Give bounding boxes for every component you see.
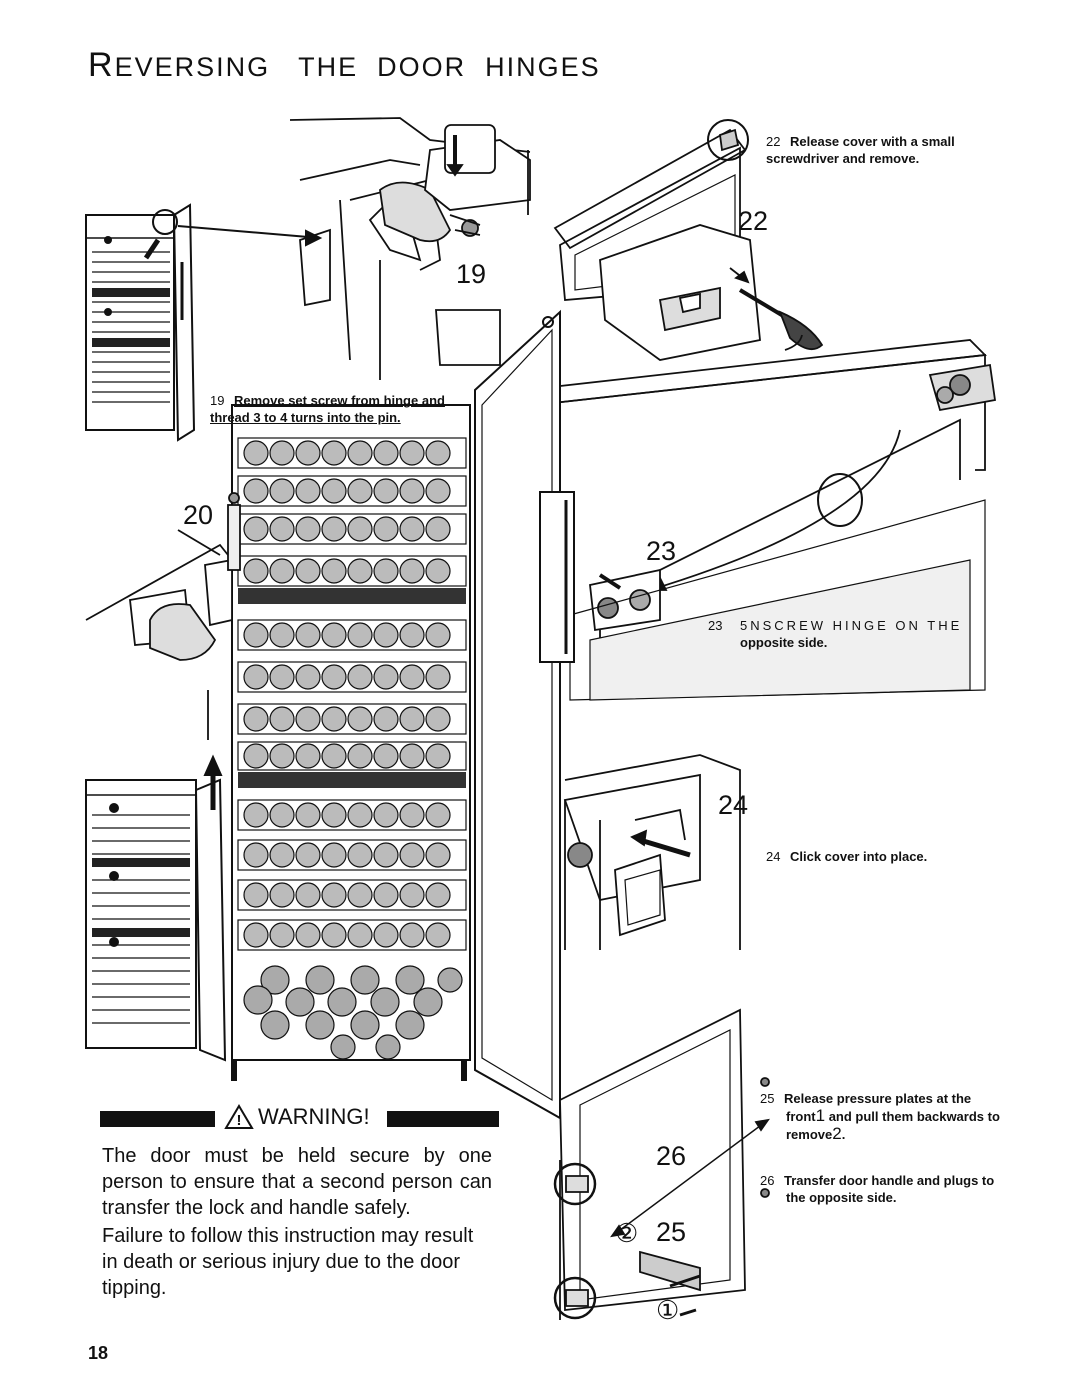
hinge-detail-19-illustration [289, 117, 531, 380]
bottle-row [237, 919, 467, 951]
door-handle-25-26-illustration [553, 1008, 770, 1320]
warning-paragraph-2: Failure to follow this instruction may r… [102, 1225, 474, 1299]
step-number-22: 22 [738, 206, 769, 236]
bottle-row [237, 619, 467, 651]
bottle-row [237, 741, 467, 771]
step-number-26: 26 [656, 1141, 687, 1171]
warning-paragraph-1: The door must be held secure by one pers… [102, 1145, 492, 1219]
page-title: REVERSING THE DOOR HINGES [88, 46, 601, 84]
wine-cabinet-open-illustration [231, 309, 575, 1120]
hinge-detail-20-illustration [85, 492, 241, 740]
warning-bar-left [100, 1111, 215, 1127]
warning-bar-right [387, 1111, 499, 1127]
small-cabinet-bottom-illustration [85, 754, 227, 1062]
bottle-row [237, 555, 467, 587]
step-number-19: 19 [456, 259, 487, 289]
hinge-detail-23-illustration [478, 339, 997, 701]
callout-1: ① [656, 1295, 680, 1325]
page-number: 18 [88, 1343, 109, 1363]
warning-title: WARNING! [258, 1104, 370, 1129]
bottle-row [237, 839, 467, 871]
bottle-row [237, 475, 467, 507]
step-number-24: 24 [718, 790, 749, 820]
bottle-row [237, 513, 467, 545]
door-top-cover-22-illustration [553, 119, 824, 361]
small-cabinet-top-illustration [85, 203, 323, 442]
svg-text:!: ! [237, 1112, 242, 1129]
bottle-row [237, 437, 467, 469]
bottle-row [237, 661, 467, 693]
bottle-stack [243, 965, 463, 1060]
cover-click-24-illustration [563, 754, 741, 950]
bottle-row [237, 879, 467, 911]
step-number-25: 25 [656, 1217, 687, 1247]
bottle-row [237, 799, 467, 831]
step-number-23: 23 [646, 536, 677, 566]
bottle-row [237, 703, 467, 735]
callout-2: ② [615, 1218, 639, 1248]
step-number-20: 20 [183, 500, 214, 530]
